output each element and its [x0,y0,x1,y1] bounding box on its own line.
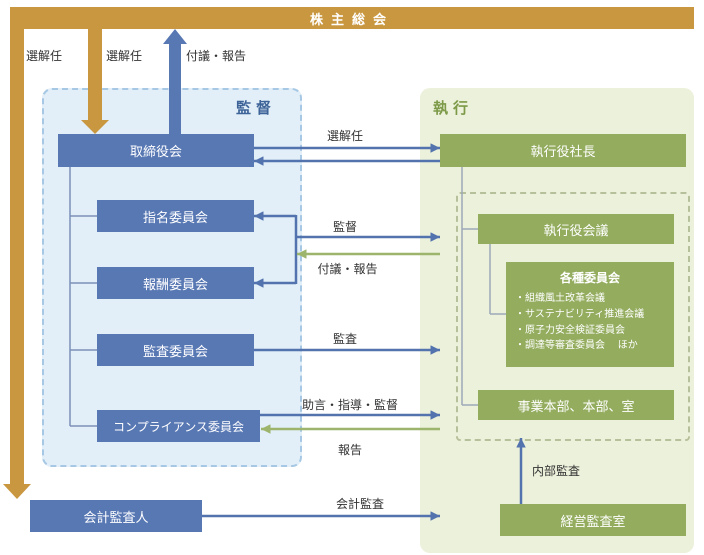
gold-arrow-to-accounting-auditor [3,28,31,499]
execution-panel-label: 執行 [433,100,474,117]
label-appoint-dismiss-president: 選解任 [326,129,363,143]
executive-president-box: 執行役社長 [440,134,686,167]
various-committees-list: ・組織風土改革会議 ・サステナビリティ推進会議 ・原子力安全検証委員会 ・調達等… [506,291,674,354]
various-committees-box: 各種委員会 ・組織風土改革会議 ・サステナビリティ推進会議 ・原子力安全検証委員… [506,262,674,367]
various-committees-title: 各種委員会 [559,271,620,285]
various-committee-item: ・サステナビリティ推進会議 [515,308,645,320]
various-committee-item: ・原子力安全検証委員会 [515,324,625,336]
label-supervise: 監督 [332,220,357,234]
compliance-committee-box: コンプライアンス委員会 [97,410,260,442]
nomination-committee-box: 指名委員会 [97,200,254,232]
supervision-panel-label: 監督 [236,100,277,117]
business-divisions-box: 事業本部、本部、室 [478,390,674,420]
label-submit-report-to-meeting: 付議・報告 [186,49,247,63]
management-audit-office-box: 経営監査室 [500,504,686,536]
executive-meeting-box: 執行役会議 [478,214,674,244]
various-committee-item: ・調達等審査委員会 ほか [515,340,638,352]
label-internal-audit: 内部監査 [532,464,581,478]
label-advise-guide-supervise: 助言・指導・監督 [301,398,398,412]
execution-inner-group [456,192,690,441]
audit-committee-box: 監査委員会 [97,334,254,366]
board-of-directors-box: 取締役会 [58,134,254,167]
label-appoint-dismiss-auditor: 選解任 [26,49,63,63]
label-accounting-audit: 会計監査 [335,497,384,511]
accounting-auditor-box: 会計監査人 [30,500,202,532]
label-report: 報告 [337,443,362,457]
label-submit-report-to-board: 付議・報告 [317,262,378,276]
shareholders-meeting-bar: 株主総会 [10,7,694,29]
label-appoint-dismiss-board: 選解任 [106,49,143,63]
compensation-committee-box: 報酬委員会 [97,267,254,299]
various-committee-item: ・組織風土改革会議 [515,293,605,304]
label-audit: 監査 [332,332,357,346]
